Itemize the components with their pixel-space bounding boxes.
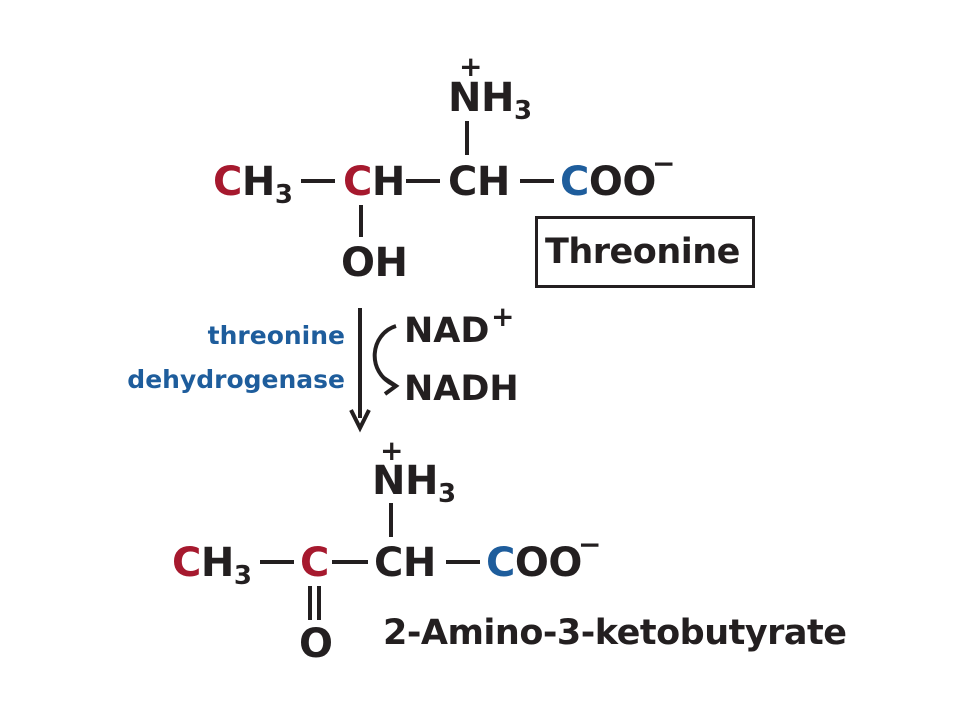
product-methyl-subscript: 3 bbox=[233, 561, 252, 591]
threonine-carboxylate: COO bbox=[560, 162, 656, 202]
cofactor-arrow-head bbox=[382, 376, 400, 396]
threonine-amino-group: NH3 bbox=[448, 75, 532, 124]
threonine-amino-bond bbox=[465, 121, 469, 155]
enzyme-name-line1: threonine bbox=[207, 321, 345, 350]
threonine-carboxyl-carbon: C bbox=[560, 159, 589, 205]
product-carboxyl-carbon: C bbox=[486, 540, 515, 586]
cofactor-nad-charge: + bbox=[491, 300, 515, 333]
threonine-methyl: CH3 bbox=[213, 159, 293, 208]
threonine-amino-charge: + bbox=[459, 50, 483, 83]
product-carbonyl-bond-a bbox=[308, 586, 312, 620]
product-bond-1 bbox=[260, 560, 294, 564]
threonine-hydroxyl-bond bbox=[359, 205, 363, 237]
threonine-bond-3 bbox=[520, 179, 554, 183]
threonine-name: Threonine bbox=[545, 232, 740, 272]
threonine-alpha-ch: CH bbox=[448, 159, 510, 205]
product-carboxyl-oxygens: OO bbox=[514, 540, 583, 586]
product-carboxylate: COO bbox=[486, 543, 582, 583]
cofactor-nad: NAD bbox=[404, 314, 489, 349]
threonine-name-box bbox=[535, 216, 755, 288]
product-methyl: CH3 bbox=[172, 540, 252, 589]
cofactor-nad-formula: NAD bbox=[404, 311, 490, 351]
product-alpha-carbon: CH bbox=[374, 543, 436, 583]
product-bond-2 bbox=[332, 560, 368, 564]
product-amino-charge: + bbox=[380, 434, 404, 467]
product-amino-formula: NH bbox=[372, 458, 438, 504]
product-methyl-carbon: C bbox=[172, 540, 201, 586]
threonine-methyl-hydrogen: H bbox=[241, 159, 275, 205]
product-amino-bond bbox=[389, 503, 393, 537]
product-carbonyl-bond-b bbox=[317, 586, 321, 620]
threonine-amino-formula: NH bbox=[448, 75, 514, 121]
product-bond-3 bbox=[446, 560, 480, 564]
threonine-methyl-carbon: C bbox=[213, 159, 242, 205]
threonine-carboxyl-oxygens: OO bbox=[588, 159, 657, 205]
threonine-methyl-subscript: 3 bbox=[274, 180, 293, 210]
threonine-alpha-carbon: CH bbox=[448, 162, 510, 202]
threonine-beta-c: C bbox=[343, 159, 372, 205]
product-methyl-hydrogen: H bbox=[200, 540, 234, 586]
product-keto-c: C bbox=[300, 540, 329, 586]
product-amino-subscript: 3 bbox=[437, 479, 456, 509]
cofactor-curved-arrow bbox=[372, 324, 397, 387]
threonine-hydroxyl: OH bbox=[341, 240, 408, 286]
threonine-beta-carbon: CH bbox=[343, 162, 405, 202]
product-keto-carbon: C bbox=[300, 543, 329, 583]
enzyme-name-line2: dehydrogenase bbox=[127, 365, 345, 394]
product-amino-group: NH3 bbox=[372, 458, 456, 507]
threonine-amino-subscript: 3 bbox=[513, 96, 532, 126]
product-alpha-ch: CH bbox=[374, 540, 436, 586]
threonine-beta-h: H bbox=[371, 159, 405, 205]
product-carboxyl-charge: − bbox=[578, 528, 602, 561]
product-carbonyl-oxygen: O bbox=[299, 621, 333, 667]
threonine-bond-1 bbox=[301, 179, 335, 183]
product-name: 2-Amino-3-ketobutyrate bbox=[383, 613, 847, 653]
cofactor-nadh: NADH bbox=[404, 369, 519, 409]
threonine-carboxyl-charge: − bbox=[652, 147, 676, 180]
reaction-arrow-head bbox=[349, 409, 371, 433]
threonine-bond-2 bbox=[406, 179, 440, 183]
